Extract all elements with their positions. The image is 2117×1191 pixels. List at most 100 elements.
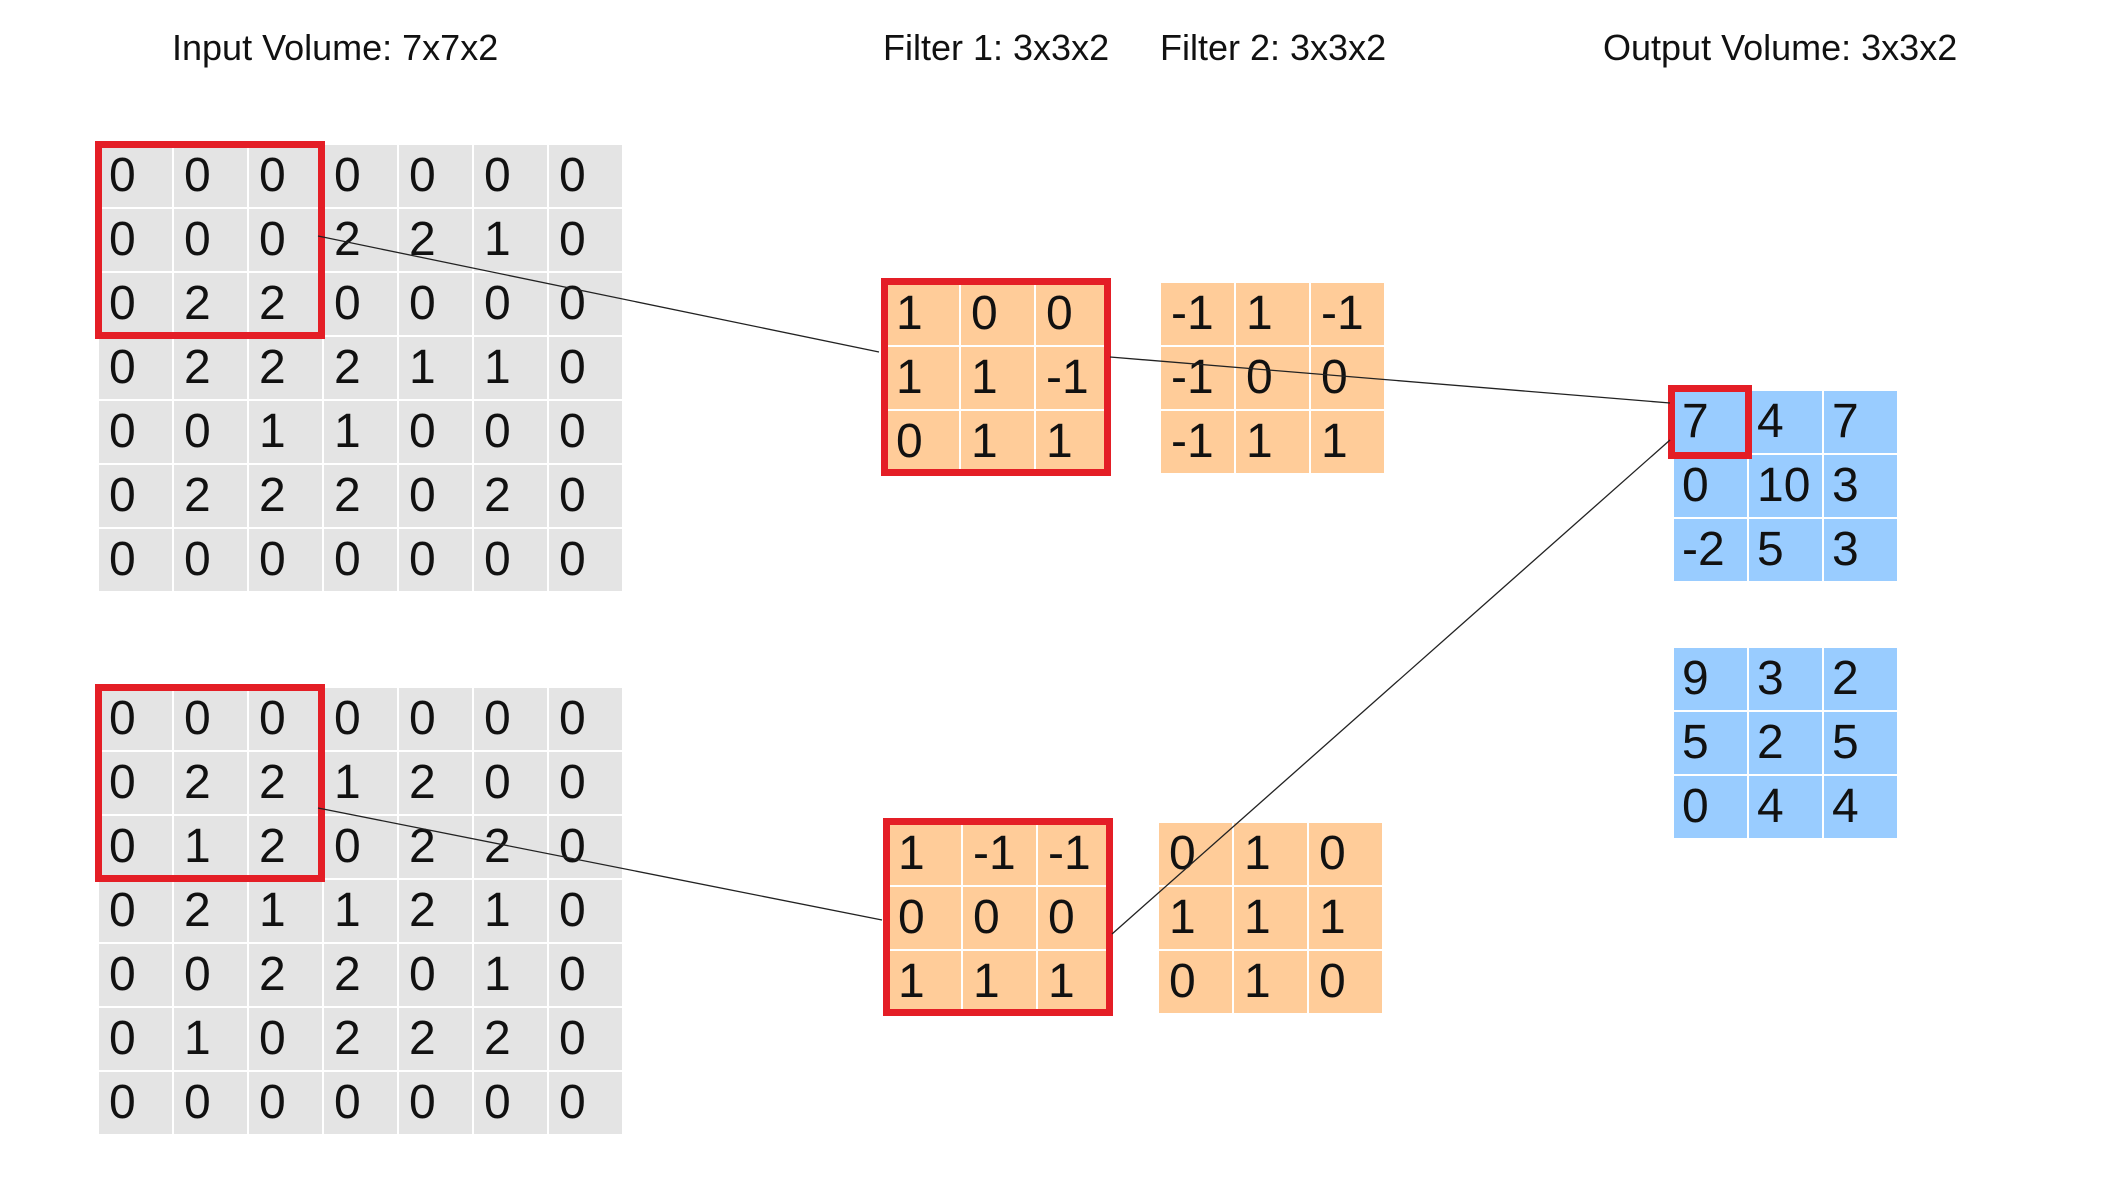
matrix-cell: 1 bbox=[323, 400, 398, 464]
matrix-cell: 0 bbox=[473, 272, 548, 336]
matrix-cell: 4 bbox=[1823, 775, 1898, 839]
matrix-cell: 0 bbox=[248, 1007, 323, 1071]
matrix-cell: 0 bbox=[398, 528, 473, 592]
matrix-cell: -1 bbox=[1310, 282, 1385, 346]
matrix-cell: 0 bbox=[248, 1071, 323, 1135]
matrix-cell: 9 bbox=[1673, 647, 1748, 711]
matrix-cell: 4 bbox=[1748, 390, 1823, 454]
matrix-cell: 0 bbox=[548, 272, 623, 336]
connector-filter1-to-output-bottom bbox=[1111, 439, 1671, 935]
matrix-cell: 1 bbox=[248, 400, 323, 464]
matrix-cell: 2 bbox=[173, 464, 248, 528]
matrix-cell: 1 bbox=[1035, 410, 1110, 474]
matrix-cell: 2 bbox=[248, 815, 323, 879]
matrix-cell: 7 bbox=[1673, 390, 1748, 454]
matrix-cell: 0 bbox=[98, 400, 173, 464]
matrix-cell: 0 bbox=[98, 1071, 173, 1135]
matrix-cell: 4 bbox=[1748, 775, 1823, 839]
matrix-cell: 1 bbox=[473, 208, 548, 272]
matrix-cell: 0 bbox=[548, 1071, 623, 1135]
matrix-cell: 0 bbox=[548, 528, 623, 592]
matrix-cell: 0 bbox=[398, 272, 473, 336]
matrix-cell: 1 bbox=[1310, 410, 1385, 474]
matrix-cell: 7 bbox=[1823, 390, 1898, 454]
matrix-cell: 0 bbox=[548, 879, 623, 943]
matrix-cell: 0 bbox=[473, 1071, 548, 1135]
matrix-cell: 0 bbox=[548, 336, 623, 400]
matrix-cell: -1 bbox=[1160, 410, 1235, 474]
connector-input1-to-filter1 bbox=[317, 235, 880, 353]
matrix-cell: 1 bbox=[323, 751, 398, 815]
matrix-cell: 0 bbox=[98, 1007, 173, 1071]
matrix-cell: 1 bbox=[1233, 822, 1308, 886]
matrix-cell: 2 bbox=[398, 1007, 473, 1071]
matrix-cell: 10 bbox=[1748, 454, 1823, 518]
matrix-cell: 0 bbox=[1673, 454, 1748, 518]
matrix-cell: 2 bbox=[398, 879, 473, 943]
connector-filter1-to-output-top bbox=[1109, 356, 1671, 404]
matrix-cell: 0 bbox=[962, 886, 1037, 950]
matrix-cell: 2 bbox=[473, 464, 548, 528]
matrix-cell: 2 bbox=[173, 751, 248, 815]
matrix-cell: 1 bbox=[887, 950, 962, 1014]
matrix-cell: 0 bbox=[473, 144, 548, 208]
matrix-cell: 0 bbox=[473, 687, 548, 751]
matrix-cell: 0 bbox=[1673, 775, 1748, 839]
matrix-cell: 0 bbox=[548, 144, 623, 208]
matrix-cell: 0 bbox=[173, 943, 248, 1007]
matrix-cell: 0 bbox=[398, 464, 473, 528]
matrix-cell: 1 bbox=[885, 282, 960, 346]
matrix-cell: 1 bbox=[1037, 950, 1112, 1014]
matrix-cell: 0 bbox=[248, 687, 323, 751]
matrix-cell: 1 bbox=[323, 879, 398, 943]
matrix-cell: 0 bbox=[173, 400, 248, 464]
matrix-cell: 5 bbox=[1748, 518, 1823, 582]
matrix-cell: 0 bbox=[473, 751, 548, 815]
matrix-cell: 0 bbox=[98, 144, 173, 208]
matrix-cell: 1 bbox=[173, 1007, 248, 1071]
matrix-cell: 0 bbox=[1310, 346, 1385, 410]
matrix-cell: 1 bbox=[1235, 282, 1310, 346]
matrix-cell: 1 bbox=[1235, 410, 1310, 474]
matrix-cell: 0 bbox=[473, 528, 548, 592]
matrix-cell: 2 bbox=[248, 751, 323, 815]
matrix-cell: 2 bbox=[1823, 647, 1898, 711]
matrix-cell: 0 bbox=[323, 1071, 398, 1135]
matrix-cell: 2 bbox=[398, 815, 473, 879]
matrix-cell: 0 bbox=[98, 208, 173, 272]
matrix-cell: 0 bbox=[98, 464, 173, 528]
matrix-cell: 2 bbox=[473, 815, 548, 879]
matrix-cell: 0 bbox=[1235, 346, 1310, 410]
matrix-cell: 0 bbox=[248, 528, 323, 592]
matrix-cell: 0 bbox=[1308, 822, 1383, 886]
matrix-cell: 0 bbox=[960, 282, 1035, 346]
matrix-cell: 3 bbox=[1823, 518, 1898, 582]
matrix-cell: 0 bbox=[398, 943, 473, 1007]
matrix-cell: 0 bbox=[98, 687, 173, 751]
matrix-cell: 0 bbox=[548, 400, 623, 464]
matrix-cell: -2 bbox=[1673, 518, 1748, 582]
matrix-cell: 0 bbox=[173, 208, 248, 272]
matrix-cell: 1 bbox=[962, 950, 1037, 1014]
matrix-cell: 2 bbox=[1748, 711, 1823, 775]
matrix-cell: 2 bbox=[173, 336, 248, 400]
matrix-cell: 0 bbox=[398, 400, 473, 464]
matrix-cell: 1 bbox=[473, 336, 548, 400]
matrix-cell: 0 bbox=[173, 528, 248, 592]
matrix-cell: 0 bbox=[98, 528, 173, 592]
matrix-cell: 0 bbox=[887, 886, 962, 950]
matrix-cell: 0 bbox=[398, 144, 473, 208]
matrix-cell: 2 bbox=[323, 1007, 398, 1071]
matrix-cell: 5 bbox=[1823, 711, 1898, 775]
matrix-cell: 2 bbox=[173, 272, 248, 336]
matrix-cell: 0 bbox=[1158, 950, 1233, 1014]
matrix-cell: -1 bbox=[1160, 282, 1235, 346]
matrix-cell: 3 bbox=[1748, 647, 1823, 711]
matrix-cell: 1 bbox=[960, 410, 1035, 474]
